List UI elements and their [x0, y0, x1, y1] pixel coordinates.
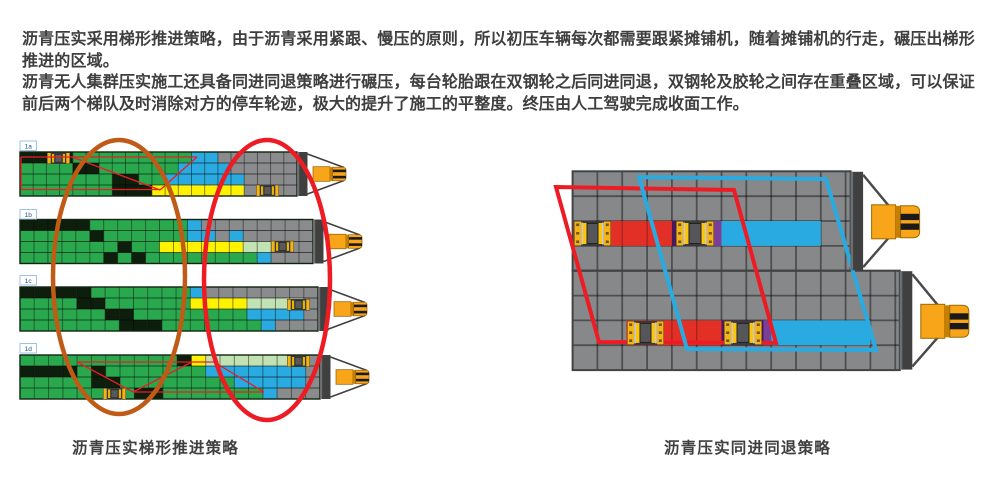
svg-text:1a: 1a	[25, 143, 33, 150]
svg-text:1c: 1c	[25, 278, 33, 285]
svg-text:1d: 1d	[25, 346, 33, 353]
svg-text:1b: 1b	[25, 212, 33, 219]
